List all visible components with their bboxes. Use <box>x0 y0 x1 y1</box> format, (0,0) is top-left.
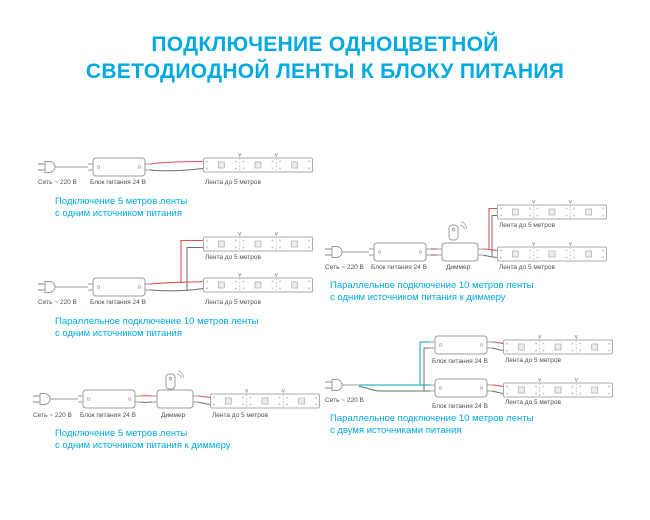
label-strip-top: Лента до 5 метров <box>205 254 261 261</box>
label-strip: Лента до 5 метров <box>205 179 261 186</box>
plug-icon <box>33 392 67 406</box>
psu-icon <box>88 277 150 297</box>
label-dimmer: Диммер <box>161 412 186 419</box>
label-strip-top: Лента до 5 метров <box>499 222 555 229</box>
positive-wire-dimmer-strip <box>197 395 211 399</box>
label-dimmer: Диммер <box>446 264 471 271</box>
schematic-1 <box>38 153 313 177</box>
negative-wire <box>149 168 204 172</box>
schematic-3 <box>33 370 320 409</box>
page-title-line2: СВЕТОДИОДНОЙ ЛЕНТЫ К БЛОКУ ПИТАНИЯ <box>85 60 565 83</box>
diagram-10m-parallel-psu-dimmer: Лента до 5 метров Сеть ~ 220 В Блок пита… <box>325 200 647 308</box>
negative-wire-bottom <box>491 390 504 394</box>
mains-riser-dark <box>423 347 430 391</box>
label-mains: Сеть ~ 220 В <box>325 264 364 271</box>
negative-wire-dimmer-strip <box>482 254 498 258</box>
led-strip-bottom-icon <box>503 378 613 398</box>
positive-wire <box>149 160 204 165</box>
plug-icon <box>325 245 359 259</box>
diagram-caption: Параллельное подключение 10 метров ленты… <box>55 316 258 340</box>
caption-line1: Параллельное подключение 10 метров ленты <box>330 413 534 424</box>
led-strip-icon <box>210 389 320 409</box>
psu-icon <box>369 242 431 262</box>
mains-riser-blue <box>419 341 430 385</box>
negative-wire-dimmer-strip <box>197 401 211 405</box>
negative-branch-wire <box>491 215 497 256</box>
diagram-caption: Параллельное подключение 10 метров ленты… <box>330 413 533 437</box>
psu-icon <box>88 157 150 177</box>
label-strip-top: Лента до 5 метров <box>505 357 561 364</box>
label-psu: Блок питания 24 В <box>80 412 136 419</box>
caption-line2: с одним источником питания <box>55 208 183 219</box>
plug-icon <box>325 378 359 392</box>
label-strip: Лента до 5 метров <box>205 299 261 306</box>
caption-line2: с одним источником питания к диммеру <box>330 292 506 303</box>
positive-wire-top <box>491 341 504 345</box>
psu-bottom-icon <box>430 378 492 398</box>
schematic-5 <box>325 335 613 398</box>
led-strip-bottom-icon <box>203 273 313 293</box>
negative-wire <box>149 288 204 292</box>
led-strip-bottom-icon <box>497 242 607 262</box>
diagram-10m-parallel-single-psu: Лента до 5 метров Сеть ~ 220 В Блок пита… <box>35 232 327 342</box>
caption-line2: с двумя источниками питания <box>330 425 462 436</box>
label-strip: Лента до 5 метров <box>212 412 268 419</box>
diagram-caption: Подключение 5 метров ленты с одним источ… <box>55 196 187 220</box>
caption-line1: Параллельное подключение 10 метров ленты <box>330 280 534 291</box>
negative-branch-wire <box>186 247 203 291</box>
plug-icon <box>38 280 72 294</box>
led-strip-top-icon <box>203 232 313 252</box>
label-psu: Блок питания 24 В <box>90 179 146 186</box>
diagram-caption: Параллельное подключение 10 метров ленты… <box>330 280 533 304</box>
page-title: ПОДКЛЮЧЕНИЕ ОДНОЦВЕТНОЙ СВЕТОДИОДНОЙ ЛЕН… <box>0 31 650 85</box>
positive-wire <box>149 280 204 285</box>
positive-wire-bottom <box>491 384 504 388</box>
diagram-10m-parallel-two-psu: Лента до 5 метров Блок питания 24 В Сеть… <box>325 333 647 441</box>
led-strip-top-icon <box>503 335 613 355</box>
negative-wire-top <box>491 347 504 351</box>
label-mains: Сеть ~ 220 В <box>38 179 77 186</box>
positive-branch-wire <box>488 207 497 250</box>
positive-wire-dimmer-strip <box>482 248 498 252</box>
label-psu-top: Блок питания 24 В <box>432 358 488 365</box>
led-strip-icon <box>203 153 313 173</box>
label-psu: Блок питания 24 В <box>90 299 146 306</box>
positive-branch-wire <box>180 239 203 283</box>
label-psu: Блок питания 24 В <box>432 403 488 410</box>
dimmer-icon <box>437 242 483 262</box>
label-psu: Блок питания 24 В <box>371 264 427 271</box>
label-mains: Сеть ~ 220 В <box>33 412 72 419</box>
label-mains: Сеть ~ 220 В <box>38 299 77 306</box>
label-strip: Лента до 5 метров <box>505 399 561 406</box>
label-mains: Сеть ~ 220 В <box>325 397 364 404</box>
diagram-5m-single-psu: Сеть ~ 220 В Блок питания 24 В Лента до … <box>35 150 327 224</box>
led-strip-top-icon <box>497 200 607 220</box>
caption-line1: Подключение 5 метров ленты <box>55 196 188 207</box>
remote-icon <box>448 221 467 241</box>
plug-icon <box>38 160 72 174</box>
diagram-caption: Подключение 5 метров ленты с одним источ… <box>55 428 231 452</box>
psu-top-icon <box>430 335 492 355</box>
dimmer-icon <box>152 389 198 409</box>
caption-line1: Подключение 5 метров ленты <box>55 428 188 439</box>
schematic-2 <box>38 232 313 297</box>
psu-icon <box>78 389 140 409</box>
mains-wire-dark <box>358 386 430 392</box>
schematic-4 <box>325 200 607 262</box>
label-strip: Лента до 5 метров <box>499 264 555 271</box>
caption-line1: Параллельное подключение 10 метров ленты <box>55 316 259 327</box>
caption-line2: с одним источником питания к диммеру <box>55 440 231 451</box>
diagram-5m-psu-dimmer: Сеть ~ 220 В Блок питания 24 В Диммер Ле… <box>30 366 342 458</box>
caption-line2: с одним источником питания <box>55 328 183 339</box>
page-title-line1: ПОДКЛЮЧЕНИЕ ОДНОЦВЕТНОЙ <box>151 33 499 56</box>
remote-icon <box>165 370 184 390</box>
